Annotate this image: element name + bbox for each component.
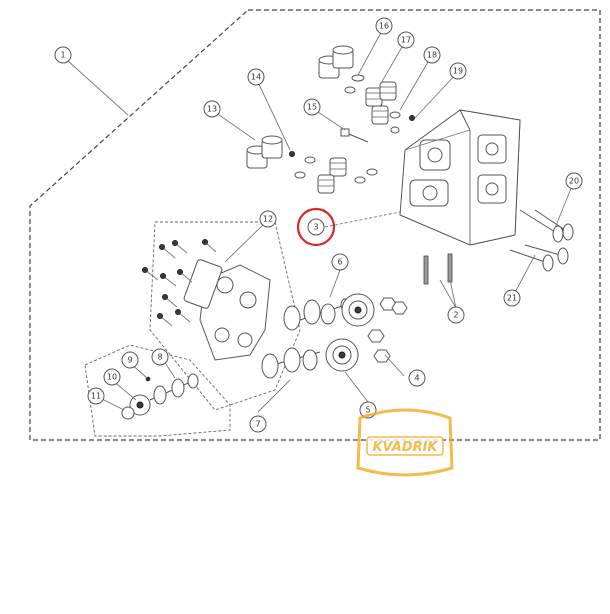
callout-19-label: 19: [453, 67, 463, 76]
callout-5-label: 5: [365, 406, 370, 415]
callout-20-label: 20: [569, 177, 579, 186]
callout-12[interactable]: 12: [259, 210, 277, 228]
callout-15[interactable]: 15: [303, 98, 321, 116]
camshaft-upper: [283, 298, 350, 331]
callout-12-circle: [259, 210, 277, 228]
callout-4[interactable]: 4: [408, 369, 426, 387]
callout-3-label: 3: [313, 223, 318, 232]
callout-16-label: 16: [379, 22, 389, 31]
callout-12-label: 12: [263, 215, 273, 224]
valves: [509, 209, 574, 272]
callout-6-label: 6: [337, 258, 342, 267]
snap-ring: [121, 406, 135, 420]
callout-2-circle: [447, 306, 465, 324]
sprocket-bolts: [367, 297, 408, 363]
callout-10[interactable]: 10: [103, 368, 121, 386]
callout-7[interactable]: 7: [249, 415, 267, 433]
holder-bolts: [142, 239, 217, 327]
cam-sprocket-lower: [325, 338, 359, 372]
callout-8-label: 8: [157, 353, 162, 362]
callout-19[interactable]: 19: [449, 62, 467, 80]
callout-7-label: 7: [255, 420, 260, 429]
callout-20[interactable]: 20: [565, 172, 583, 190]
callout-20-circle: [565, 172, 583, 190]
callout-17-label: 17: [401, 36, 411, 45]
callout-21-circle: [503, 289, 521, 307]
callout-14-circle: [247, 68, 265, 86]
callout-2[interactable]: 2: [447, 306, 465, 324]
callout-15-circle: [303, 98, 321, 116]
valve-lifters: [246, 45, 354, 169]
callout-9[interactable]: 9: [121, 351, 139, 369]
watermark-brand: KVADRIK: [372, 440, 438, 455]
callout-17-circle: [397, 31, 415, 49]
callout-4-circle: [408, 369, 426, 387]
callout-11[interactable]: 11: [87, 387, 105, 405]
callout-4-label: 4: [414, 374, 419, 383]
callout-8-circle: [151, 348, 169, 366]
callout-18-circle: [423, 46, 441, 64]
callout-3-highlight: [296, 207, 336, 247]
camshaft-lower: [261, 347, 321, 379]
decompressor-camshaft: [149, 373, 199, 405]
assembly-boundary: [29, 9, 601, 441]
small-screw: [289, 115, 415, 157]
callout-11-label: 11: [91, 392, 101, 401]
callout-21[interactable]: 21: [503, 289, 521, 307]
callout-6[interactable]: 6: [331, 253, 349, 271]
callout-17[interactable]: 17: [397, 31, 415, 49]
callout-9-circle: [121, 351, 139, 369]
decompressor-sprocket: [129, 394, 151, 416]
callout-1[interactable]: 1: [54, 46, 72, 64]
callout-8[interactable]: 8: [151, 348, 169, 366]
cam-sprocket-upper: [341, 293, 375, 327]
camshaft-holder: [183, 259, 271, 361]
callout-1-label: 1: [60, 51, 65, 60]
spring-retainers: [294, 74, 401, 184]
callout-15-label: 15: [307, 103, 317, 112]
callout-19-circle: [449, 62, 467, 80]
spark-plug: [340, 128, 369, 143]
kvadrik-logo: KVADRIK: [356, 408, 454, 477]
callout-13-circle: [203, 100, 221, 118]
callout-18-label: 18: [427, 51, 437, 60]
camshaft-sub-group-boundary: [84, 344, 231, 437]
callout-3[interactable]: 3: [307, 218, 325, 236]
valve-springs: [317, 81, 397, 194]
callout-13-label: 13: [207, 105, 217, 114]
callout-9-label: 9: [127, 356, 132, 365]
callout-18[interactable]: 18: [423, 46, 441, 64]
callout-7-circle: [249, 415, 267, 433]
cylinder-head: [399, 109, 521, 246]
callout-10-label: 10: [107, 373, 117, 382]
callout-14[interactable]: 14: [247, 68, 265, 86]
callout-10-circle: [103, 368, 121, 386]
callout-16[interactable]: 16: [375, 17, 393, 35]
studs: [423, 253, 453, 285]
callout-6-circle: [331, 253, 349, 271]
small-pin: [145, 376, 151, 382]
callout-14-label: 14: [251, 73, 261, 82]
callout-1-circle: [54, 46, 72, 64]
callout-16-circle: [375, 17, 393, 35]
callout-13[interactable]: 13: [203, 100, 221, 118]
callout-11-circle: [87, 387, 105, 405]
callout-3-circle: [307, 218, 325, 236]
callout-21-label: 21: [507, 294, 517, 303]
callout-2-label: 2: [453, 311, 458, 320]
